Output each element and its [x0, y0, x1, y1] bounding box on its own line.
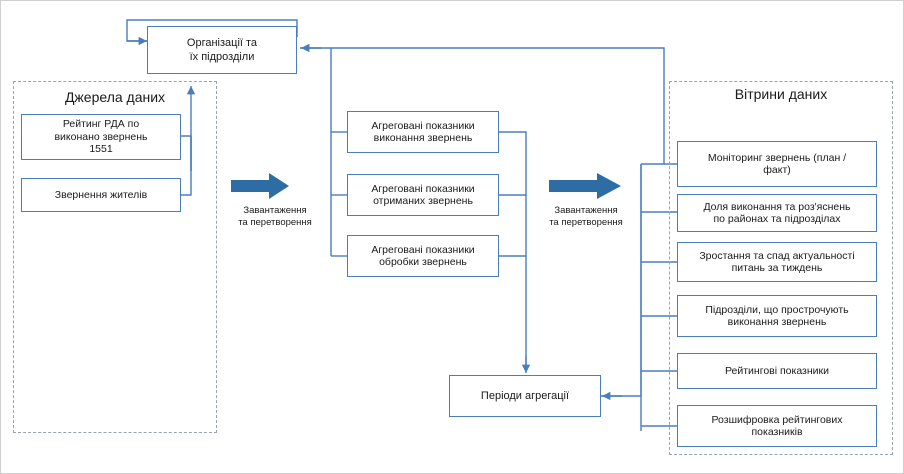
caption-etl-left: Завантаження та перетворення	[238, 205, 312, 228]
group-marts-title: Вітрини даних	[734, 86, 828, 102]
node-mart-overdue[interactable]: Підрозділи, що прострочують виконання зв…	[677, 295, 877, 337]
node-agg-processing[interactable]: Агреговані показники обробки звернень	[347, 235, 499, 277]
group-sources-title: Джерела даних	[64, 89, 166, 105]
caption-etl-right: Завантаження та перетворення	[549, 205, 623, 228]
node-agg-received[interactable]: Агреговані показники отриманих звернень	[347, 174, 499, 216]
node-mart-rating-detail[interactable]: Розшифровка рейтингових показників	[677, 405, 877, 447]
node-organizations[interactable]: Організації та їх підрозділи	[147, 26, 297, 74]
node-citizen-appeals[interactable]: Звернення жителів	[21, 178, 181, 212]
node-mart-trend[interactable]: Зростання та спад актуальності питань за…	[677, 242, 877, 282]
node-mart-share[interactable]: Доля виконання та роз'яснень по районах …	[677, 194, 877, 232]
etl-arrow-right	[549, 173, 621, 199]
node-mart-monitoring[interactable]: Моніторинг звернень (план / факт)	[677, 141, 877, 187]
group-sources	[13, 81, 217, 433]
etl-arrow-left	[231, 173, 289, 199]
node-rating-rda[interactable]: Рейтинг РДА по виконано звернень 1551	[21, 114, 181, 160]
node-mart-rating[interactable]: Рейтингові показники	[677, 353, 877, 389]
node-agg-execution[interactable]: Агреговані показники виконання звернень	[347, 111, 499, 153]
node-aggregation-periods[interactable]: Періоди агрегації	[449, 375, 601, 417]
group-marts	[669, 81, 893, 455]
